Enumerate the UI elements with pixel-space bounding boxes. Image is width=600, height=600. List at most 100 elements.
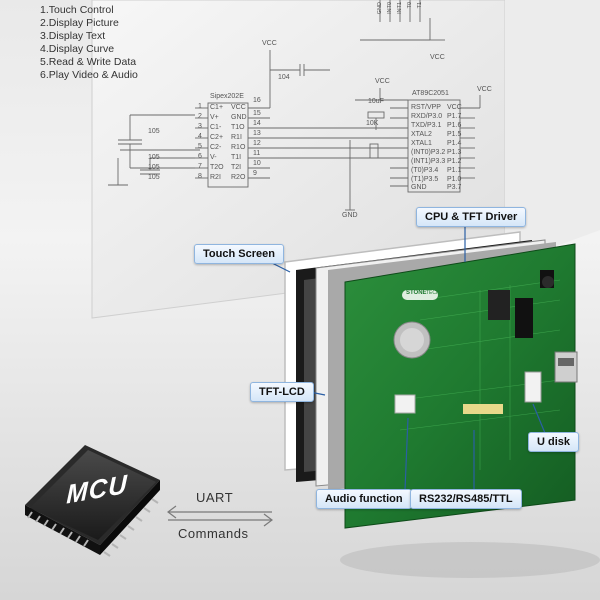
chip1-pin-label: T1O	[231, 124, 245, 131]
chip2-body	[407, 99, 461, 193]
tft-lcd-callout: TFT-LCD	[250, 382, 314, 402]
chip1-pin-num: 8	[198, 173, 202, 180]
chip1-pin-label: R2I	[210, 174, 221, 181]
cap-label: 104	[278, 74, 290, 81]
chip1-pin-num: 1	[198, 103, 202, 110]
chip2-pin-label: GND	[411, 184, 427, 191]
chip1-pin-label: C2-	[210, 144, 222, 151]
commands-label: Commands	[178, 526, 249, 541]
chip2-pin-label: P1.1	[447, 167, 462, 174]
ffc-connector	[463, 404, 503, 414]
chip1-pin-num: 2	[198, 113, 202, 120]
chip1-pin-num: 15	[253, 110, 261, 117]
chip2-pin-label: XTAL1	[411, 140, 432, 147]
chip1-pin-num: 9	[253, 170, 257, 177]
chip1-pin-label: R2O	[231, 174, 246, 181]
feature-item: 1.Touch Control	[40, 4, 114, 16]
chip2-pin-label: P1.5	[447, 131, 462, 138]
header-pin-label: INT0	[387, 2, 393, 14]
rs232-rs485-ttl-callout: RS232/RS485/TTL	[410, 489, 522, 509]
header-pin-label: GND	[377, 2, 383, 15]
board-logo-text: STONE	[406, 290, 427, 296]
chip1-pin-num: 5	[198, 143, 202, 150]
touch-screen-callout: Touch Screen	[194, 244, 284, 264]
cap-label: 105	[148, 128, 160, 135]
chip1-pin-num: 12	[253, 140, 261, 147]
vcc-label: VCC	[262, 40, 277, 47]
chip2-pin-label: P1.2	[447, 158, 462, 165]
chip2-pin-label: TXD/P3.1	[411, 122, 442, 129]
cpu-chip	[515, 298, 533, 338]
chip2-pin-label: P1.0	[447, 176, 462, 183]
vcc-label: VCC	[477, 86, 492, 93]
chip2-pin-label: P1.7	[447, 113, 462, 120]
chip1-pin-label: C1+	[210, 104, 224, 111]
chip1-pin-num: 13	[253, 130, 261, 137]
chip2-pin-label: P1.6	[447, 122, 462, 129]
chip1-pin-label: V-	[210, 154, 217, 161]
header-pin-label: INT1	[397, 2, 403, 14]
chip1-pin-num: 3	[198, 123, 202, 130]
chip1-pin-num: 11	[253, 150, 261, 157]
feature-item: 3.Display Text	[40, 30, 106, 42]
chip2-name: AT89C2051	[412, 90, 449, 97]
feature-item: 4.Display Curve	[40, 43, 115, 55]
audio-function-callout: Audio function	[316, 489, 412, 509]
chip1-pin-label: VCC	[231, 104, 246, 111]
chip1-pin-label: V+	[210, 114, 219, 121]
cap-label: 105	[148, 154, 160, 161]
uart-label: UART	[196, 490, 234, 505]
res-10k-label: 10K	[366, 120, 379, 127]
chip2-pin-label: XTAL2	[411, 131, 432, 138]
chip1-pin-label: T1I	[231, 154, 242, 161]
chip1-pin-label: GND	[231, 114, 247, 121]
chip2-pin-label: P1.3	[447, 149, 462, 156]
cap-10u-label: 10uF	[368, 98, 384, 105]
tft-driver-chip	[488, 290, 510, 320]
mcu-pins	[27, 498, 159, 557]
chip1-pin-num: 7	[198, 163, 202, 170]
chip1-pin-label: R1O	[231, 144, 246, 151]
chip2-pin-label: P1.4	[447, 140, 462, 147]
chip2-pin-label: RXD/P3.0	[411, 113, 443, 120]
feature-item: 5.Read & Write Data	[40, 56, 137, 68]
chip1-pin-label: C2+	[210, 134, 224, 141]
chip1-body	[207, 102, 249, 188]
chip1-pin-num: 14	[253, 120, 261, 127]
board-logo-bg	[402, 290, 438, 300]
chip1-name: Sipex202E	[210, 93, 244, 100]
chip2-pin-label: VCC	[447, 104, 462, 111]
board-model-text: TECH	[426, 290, 440, 296]
chip1-pin-label: C1-	[210, 124, 222, 131]
chip1-pin-label: R1I	[231, 134, 242, 141]
chip1-pin-num: 4	[198, 133, 202, 140]
header-pin-label: T1	[417, 2, 423, 9]
chip2-pin-label: P3.7	[447, 184, 462, 191]
schematic-wires	[108, 0, 481, 211]
gnd-label: GND	[342, 212, 358, 219]
u-disk-callout: U disk	[528, 432, 580, 452]
chip2-pin-label: (INT1)P3.3	[411, 158, 446, 165]
cap-label: 105	[148, 164, 160, 171]
audio-connector	[394, 394, 416, 414]
chip1-pin-label: T2O	[210, 164, 224, 171]
feature-item: 6.Play Video & Audio	[40, 69, 138, 81]
chip1-pin-num: 10	[253, 160, 261, 167]
vcc-label: VCC	[430, 54, 445, 61]
chip2-pin-label: RST/VPP	[411, 104, 441, 111]
vcc-label: VCC	[375, 78, 390, 85]
cap-label: 105	[148, 174, 160, 181]
chip2-pin-label: (T1)P3.5	[411, 176, 439, 183]
chip1-pin-label: T2I	[231, 164, 242, 171]
cpu-tft-driver-callout: CPU & TFT Driver	[416, 207, 527, 227]
chip1-pin-num: 6	[198, 153, 202, 160]
feature-item: 2.Display Picture	[40, 17, 119, 29]
chip1-pin-num: 16	[253, 97, 261, 104]
rs232-connector	[524, 371, 542, 403]
usb-port	[554, 351, 578, 383]
header-pin-label: T0	[407, 2, 413, 9]
feature-list: 1.Touch Control 2.Display Picture 3.Disp…	[40, 4, 138, 82]
chip2-pin-label: (T0)P3.4	[411, 167, 439, 174]
